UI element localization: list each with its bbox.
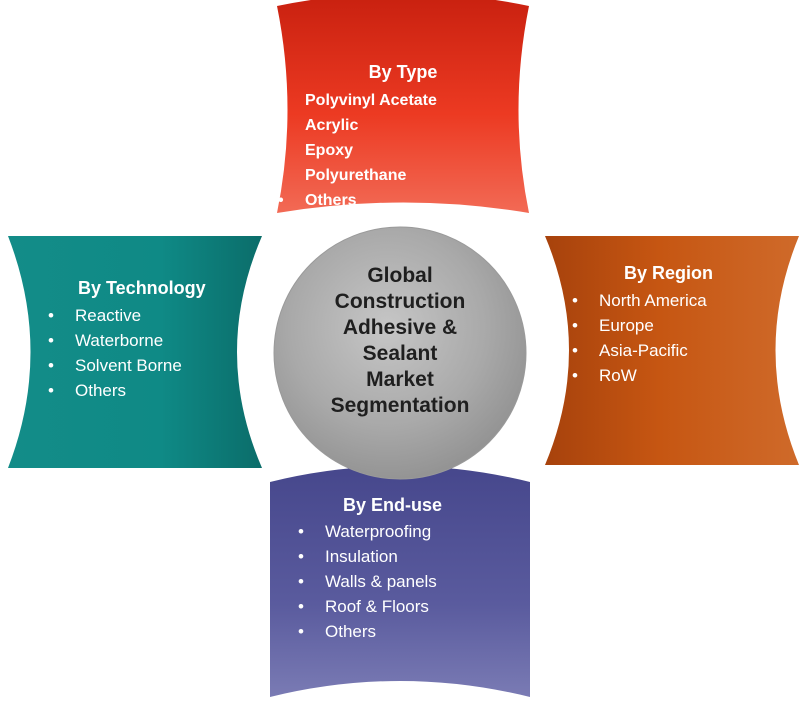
list-item: Walls & panels bbox=[298, 569, 518, 594]
by-type-section: By Type Polyvinyl Acetate Acrylic Epoxy … bbox=[278, 61, 528, 213]
list-item: Epoxy bbox=[278, 138, 528, 163]
list-item: Polyvinyl Acetate bbox=[278, 88, 528, 113]
by-technology-title: By Technology bbox=[78, 278, 206, 298]
by-enduse-list: Waterproofing Insulation Walls & panels … bbox=[298, 519, 518, 644]
list-item: Europe bbox=[572, 313, 762, 338]
center-title-line: Adhesive & bbox=[342, 316, 458, 339]
by-type-list: Polyvinyl Acetate Acrylic Epoxy Polyuret… bbox=[278, 88, 528, 213]
list-item: Waterborne bbox=[48, 328, 238, 353]
list-item: North America bbox=[572, 288, 762, 313]
list-item: Acrylic bbox=[278, 113, 528, 138]
list-item: Others bbox=[278, 188, 528, 213]
by-technology-section: By Technology Reactive Waterborne Solven… bbox=[48, 277, 238, 403]
center-title: Global Construction Adhesive & Sealant M… bbox=[300, 263, 500, 419]
center-title-line: Segmentation bbox=[330, 394, 470, 417]
list-item: Others bbox=[48, 378, 238, 403]
center-title-line: Sealant bbox=[362, 342, 438, 365]
list-item: Reactive bbox=[48, 303, 238, 328]
by-region-title: By Region bbox=[624, 263, 714, 283]
list-item: Others bbox=[298, 619, 518, 644]
list-item: Waterproofing bbox=[298, 519, 518, 544]
by-technology-list: Reactive Waterborne Solvent Borne Others bbox=[48, 303, 238, 403]
center-title-line: Market bbox=[366, 368, 434, 391]
list-item: Roof & Floors bbox=[298, 594, 518, 619]
by-region-section: By Region North America Europe Asia-Paci… bbox=[572, 262, 762, 388]
by-region-list: North America Europe Asia-Pacific RoW bbox=[572, 288, 762, 388]
list-item: RoW bbox=[572, 363, 762, 388]
center-title-line: Construction bbox=[334, 290, 466, 313]
list-item: Solvent Borne bbox=[48, 353, 238, 378]
center-circle bbox=[273, 226, 527, 480]
list-item: Polyurethane bbox=[278, 163, 528, 188]
list-item: Insulation bbox=[298, 544, 518, 569]
by-enduse-section: By End-use Waterproofing Insulation Wall… bbox=[298, 494, 518, 644]
by-enduse-title: By End-use bbox=[343, 495, 443, 515]
center-title-line: Global bbox=[367, 264, 433, 287]
list-item: Asia-Pacific bbox=[572, 338, 762, 363]
by-type-title: By Type bbox=[368, 62, 438, 82]
